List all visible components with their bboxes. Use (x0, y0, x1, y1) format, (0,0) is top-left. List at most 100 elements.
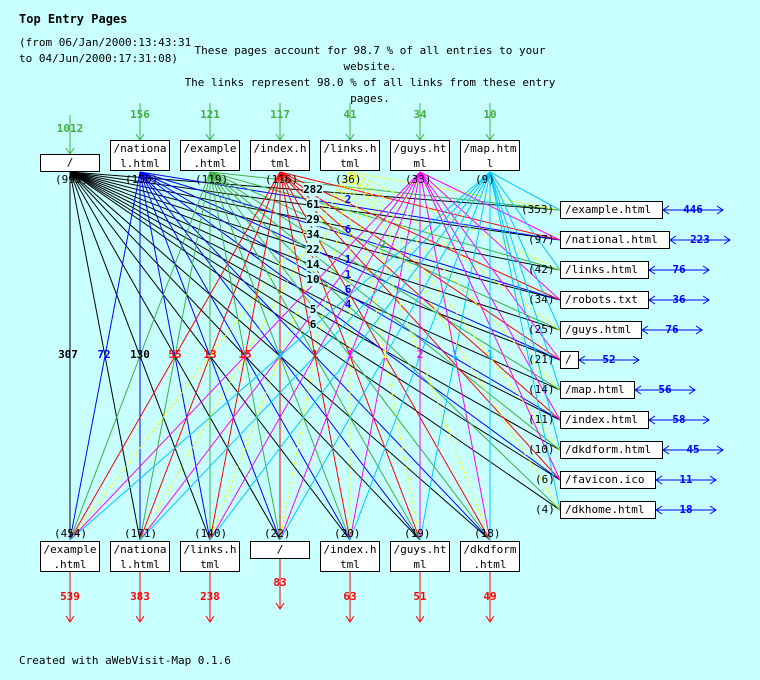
entry-page-node[interactable]: /example.html (180, 140, 240, 171)
page-count: (25) (528, 323, 555, 336)
node-label: /example (183, 142, 237, 155)
node-label: /index.h (323, 543, 377, 556)
arrow-head-icon (648, 265, 656, 275)
link-line (69, 171, 141, 541)
exit-page-node[interactable]: /example.html (40, 541, 100, 572)
exit-count-label: 63 (343, 590, 357, 603)
link-count-label: 4 (344, 298, 352, 311)
link-count-label: 6 (344, 223, 352, 236)
node-label: l.html (120, 558, 160, 571)
link-line (209, 171, 561, 391)
entry-page-node[interactable]: / (40, 154, 100, 172)
right-page-node[interactable]: /favicon.ico (560, 471, 656, 489)
link-line (419, 171, 491, 541)
link-line (209, 171, 561, 211)
link-count-label: 1 (311, 348, 319, 361)
node-label: l (486, 157, 494, 170)
link-line (139, 171, 491, 541)
arrow-head-icon (632, 355, 640, 365)
right-page-node[interactable]: /dkdform.html (560, 441, 663, 459)
page-count: (9) (475, 173, 495, 186)
footer-credit: Created with aWebVisit-Map 0.1.6 (19, 654, 231, 667)
arrow-head-icon (135, 615, 145, 623)
link-line (69, 171, 211, 541)
link-count-label: 1 (451, 348, 459, 361)
right-page-node[interactable]: /robots.txt (560, 291, 649, 309)
node-label: / (276, 543, 284, 556)
arrow-head-icon (716, 445, 724, 455)
arrow-head-icon (655, 475, 663, 485)
link-line (489, 171, 561, 271)
arrow-head-icon (669, 235, 677, 245)
arrow-head-icon (702, 265, 710, 275)
right-page-node[interactable]: /example.html (560, 201, 663, 219)
summary-entries: These pages account for 98.7 % of all en… (194, 44, 546, 73)
node-label: /dkdform (463, 543, 517, 556)
link-count-label: 1 (346, 348, 354, 361)
arrow-head-icon (702, 295, 710, 305)
node-label: /nationa (113, 543, 167, 556)
exit-count-label: 539 (60, 590, 80, 603)
page-count: (20) (334, 527, 361, 540)
link-line (209, 171, 561, 331)
arrow-head-icon (716, 205, 724, 215)
arrow-head-icon (634, 385, 642, 395)
page-count: (116) (265, 173, 299, 186)
link-line (349, 171, 491, 541)
right-count-label: 58 (672, 413, 686, 426)
link-line (69, 171, 281, 541)
page-count: (34) (528, 293, 555, 306)
link-count-label: 5 (309, 303, 317, 316)
page-count: (14) (528, 383, 555, 396)
exit-page-node[interactable]: / (250, 541, 310, 559)
right-count-label: 11 (679, 473, 693, 486)
node-label: .html (473, 558, 507, 571)
page-count: (19) (404, 527, 431, 540)
arrow-head-icon (485, 615, 495, 623)
right-page-node[interactable]: /dkhome.html (560, 501, 656, 519)
node-label: tml (200, 558, 220, 571)
exit-page-node[interactable]: /dkdform .html (460, 541, 520, 572)
link-count-label: 6 (344, 283, 352, 296)
exit-page-node[interactable]: /index.h tml (320, 541, 380, 572)
link-count-label: 10 (306, 273, 320, 286)
right-count-label: 45 (686, 443, 700, 456)
page-count: (6) (535, 473, 555, 486)
link-count-label: 22 (306, 243, 320, 256)
right-count-label: 18 (679, 503, 693, 516)
exit-count-label: 49 (483, 590, 497, 603)
node-label: tml (340, 558, 360, 571)
node-label: ml (413, 558, 427, 571)
right-page-node[interactable]: / (560, 351, 579, 369)
link-count-label: 61 (306, 198, 320, 211)
exit-page-node[interactable]: /nationa l.html (110, 541, 170, 572)
page-count: (21) (528, 353, 555, 366)
arrow-head-icon (723, 235, 731, 245)
page-count: (22) (264, 527, 291, 540)
link-line (69, 171, 491, 541)
node-label: /nationa (113, 142, 167, 155)
link-count-label: 130 (130, 348, 150, 361)
node-label: .html (53, 558, 87, 571)
right-page-node[interactable]: /index.html (560, 411, 649, 429)
right-count-label: 446 (683, 203, 703, 216)
page-count: (353) (521, 203, 555, 216)
link-count-label: 72 (97, 348, 111, 361)
link-line (209, 171, 561, 511)
link-line (209, 171, 561, 271)
right-page-node[interactable]: /map.html (560, 381, 635, 399)
right-page-node[interactable]: /guys.html (560, 321, 642, 339)
right-page-node[interactable]: /links.html (560, 261, 649, 279)
page-count: (119) (195, 173, 229, 186)
page-count: (33) (405, 173, 432, 186)
link-line (279, 171, 491, 541)
link-line (69, 171, 561, 421)
right-page-node[interactable]: /national.html (560, 231, 670, 249)
